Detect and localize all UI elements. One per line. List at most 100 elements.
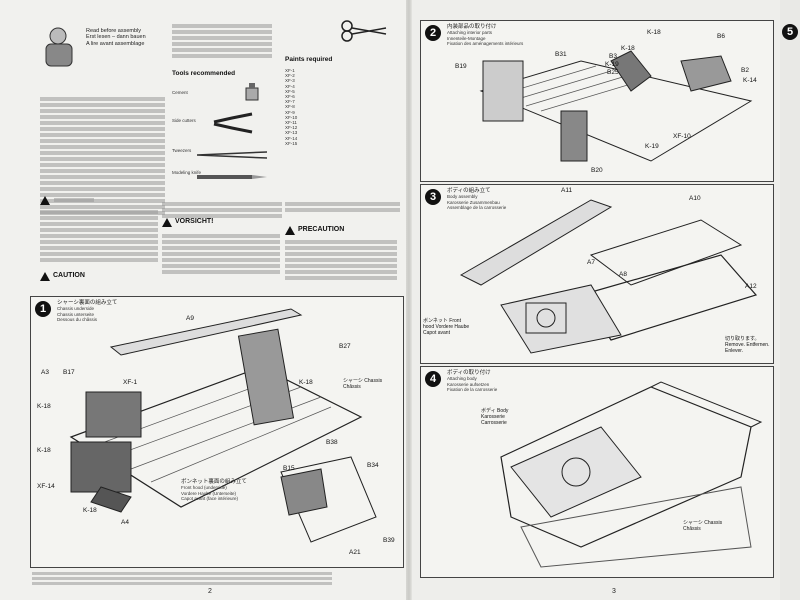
step-2-title-fr: Fixation des aménagements intérieurs bbox=[447, 40, 524, 46]
part-label-xf1: XF-1 bbox=[123, 379, 138, 386]
paint-item: XF-15 bbox=[285, 140, 298, 146]
side-cutters-icon bbox=[213, 112, 253, 134]
part-label-k19: K-19 bbox=[605, 61, 619, 68]
paint-item: XF-11 bbox=[285, 120, 297, 126]
sub-hood-title-fr: Capot avant (face intérieure) bbox=[181, 495, 239, 501]
part-label-k18: K-18 bbox=[37, 403, 51, 410]
caution-block: CAUTION bbox=[40, 196, 160, 288]
part-label-b3: B3 bbox=[609, 53, 617, 60]
paint-item: XF-12 bbox=[285, 125, 298, 131]
intro-line-2: Erst lesen – dann bauen bbox=[86, 34, 146, 41]
tool-cutters-label: Side cutters bbox=[172, 118, 196, 123]
warning-triangle-icon bbox=[162, 218, 172, 227]
paint-item: XF-8 bbox=[285, 104, 295, 110]
sub-hood-title-jp: ボンネット裏面の組み立て bbox=[181, 479, 247, 485]
paint-list: Paints required XF-1 XF-2 XF-3 XF-4 XF-5… bbox=[285, 18, 395, 193]
part-label-b38: B38 bbox=[326, 439, 338, 446]
part-label-a10: A10 bbox=[689, 195, 701, 202]
precaution-block: PRECAUTION bbox=[285, 200, 400, 290]
tools-heading: Tools recommended bbox=[172, 70, 236, 77]
intro-text-middle bbox=[172, 22, 272, 60]
part-label-xf10: XF-10 bbox=[673, 133, 691, 140]
part-label-b20: B20 bbox=[591, 167, 603, 174]
part-label-a7: A7 bbox=[587, 259, 595, 266]
step-2-number: 2 bbox=[425, 25, 441, 41]
part-label-b2: B2 bbox=[741, 67, 749, 74]
scissors-icon bbox=[341, 20, 387, 42]
step-3-title-de: Karosserie Zusammenbau bbox=[447, 199, 500, 205]
step-4-title-fr: Fixation de la carrosserie bbox=[447, 386, 498, 392]
label-front-hood: ボンネット Front hood Vordere Haube Capot ava… bbox=[423, 318, 470, 336]
paint-item: XF-13 bbox=[285, 130, 298, 136]
step-2-title-en: Attaching interior parts bbox=[447, 30, 493, 36]
warning-triangle-icon bbox=[40, 272, 50, 281]
modeling-knife-icon bbox=[197, 175, 267, 179]
step-4-title-jp: ボディの取り付け bbox=[447, 370, 491, 376]
step-1-number: 1 bbox=[35, 301, 51, 317]
step-1-title-en: Chassis underside bbox=[57, 306, 95, 312]
precaution-label: PRECAUTION bbox=[298, 226, 345, 233]
page-fold bbox=[406, 0, 412, 600]
paint-item: XF-3 bbox=[285, 78, 295, 84]
step-1-title-jp: シャーシ裏面の組み立て bbox=[57, 300, 118, 306]
tool-tweezers-label: Tweezers bbox=[172, 148, 192, 153]
intro-block: Read before assembly Erst lesen – dann b… bbox=[38, 18, 168, 98]
step-1-box: 1 シャーシ裏面の組み立て Chassis underside Chassis … bbox=[30, 296, 404, 568]
sub-hood-title-en: Front hood (underside) bbox=[181, 485, 227, 491]
part-label-a9: A9 bbox=[186, 315, 194, 322]
label-chassis: シャーシ Chassis Châssis bbox=[683, 520, 723, 532]
paints-heading: Paints required bbox=[285, 56, 333, 63]
label-body: ボディ Body Karosserie Carrosserie bbox=[481, 408, 509, 426]
sub-hood-title-de: Vordere Haube (Unterseite) bbox=[181, 490, 237, 496]
step-4-title-en: Attaching body bbox=[447, 376, 477, 382]
step-2-title-jp: 内装部品の取り付け bbox=[447, 24, 497, 30]
body-drawing bbox=[459, 199, 758, 354]
vorsicht-label: VORSICHT! bbox=[175, 218, 214, 225]
part-label-xf14: XF-14 bbox=[37, 483, 55, 490]
label-cutoff: 切り取ります。 Remove. Entfernen. Enlever. bbox=[725, 336, 770, 354]
step-2-box: 2 内装部品の取り付け Attaching interior parts Inn… bbox=[420, 20, 774, 182]
part-label-k18: K-18 bbox=[621, 45, 635, 52]
part-label-k18: K-18 bbox=[83, 507, 97, 514]
part-label-b6: B6 bbox=[717, 33, 725, 40]
part-label-b25: B25 bbox=[607, 69, 619, 76]
step-3-title-fr: Assemblage de la carrosserie bbox=[447, 204, 507, 210]
chassis-drawing bbox=[69, 308, 377, 543]
footnote-left bbox=[32, 570, 332, 587]
soldier-illustration bbox=[45, 27, 73, 67]
step-3-box: 3 ボディの組み立て Body assembly Karosserie Zusa… bbox=[420, 184, 774, 364]
tweezers-icon bbox=[197, 151, 267, 159]
paint-item: XF-7 bbox=[285, 99, 295, 105]
tool-knife-label: Modeling knife bbox=[172, 170, 202, 175]
part-label-a12: A12 bbox=[745, 283, 757, 290]
vorsicht-block: VORSICHT! bbox=[162, 200, 282, 290]
part-label-b17: B17 bbox=[63, 369, 75, 376]
vehicle-drawing bbox=[500, 381, 763, 568]
part-label-a3: A3 bbox=[41, 369, 49, 376]
step-5-number: 5 bbox=[782, 24, 798, 40]
page-number-right: 3 bbox=[612, 588, 616, 595]
part-label-a4: A4 bbox=[121, 519, 129, 526]
part-label-a11: A11 bbox=[561, 187, 573, 194]
warning-triangle-icon bbox=[40, 196, 50, 205]
part-label-k18: K-18 bbox=[299, 379, 313, 386]
step-3-title-jp: ボディの組み立て bbox=[447, 188, 491, 194]
part-label-b34: B34 bbox=[367, 462, 379, 469]
caution-label: CAUTION bbox=[53, 272, 85, 279]
page-number-left: 2 bbox=[208, 588, 212, 595]
part-label-k19: K-19 bbox=[645, 143, 659, 150]
step-2-title-de: Innenteile-Montage bbox=[447, 35, 486, 41]
part-label-b31: B31 bbox=[555, 51, 567, 58]
part-label-k18: K-18 bbox=[647, 29, 661, 36]
paint-item: XF-10 bbox=[285, 114, 298, 120]
paint-item: XF-9 bbox=[285, 109, 295, 115]
part-label-b15: B15 bbox=[283, 465, 295, 472]
cement-bottle-icon bbox=[245, 83, 259, 101]
part-label-chassis: シャーシ Chassis Châssis bbox=[343, 378, 383, 390]
page-third bbox=[780, 0, 800, 600]
paint-item: XF-5 bbox=[285, 88, 295, 94]
tool-cement-label: Cement bbox=[172, 90, 188, 95]
tools-section: Tools recommended Cement Side cutters Tw… bbox=[172, 70, 272, 190]
paint-item: XF-2 bbox=[285, 73, 295, 79]
paint-item: XF-6 bbox=[285, 94, 295, 100]
